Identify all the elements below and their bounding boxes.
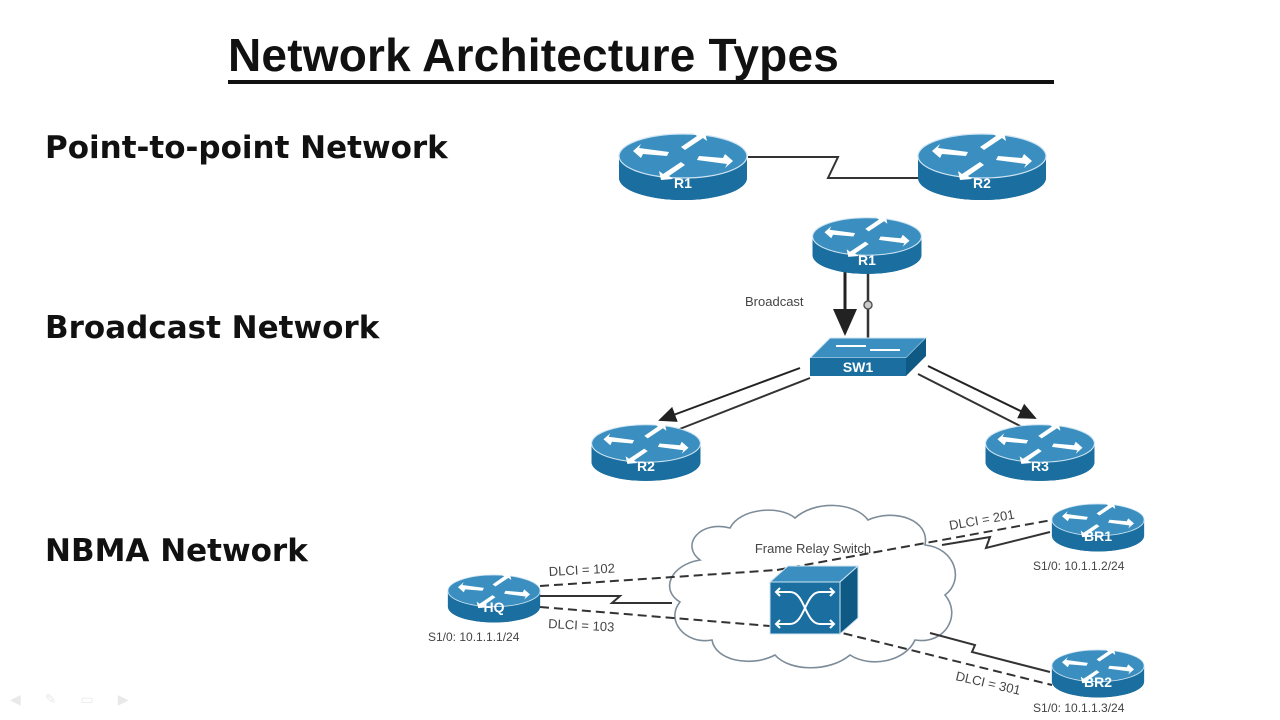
router-icon bbox=[1051, 648, 1145, 698]
serial-link-hq bbox=[540, 595, 672, 604]
router-hq[interactable]: HQ bbox=[447, 573, 541, 623]
forward-icon[interactable]: ▶ bbox=[117, 692, 129, 708]
switch-sw1[interactable]: SW1 bbox=[808, 337, 928, 376]
dlci-label: DLCI = 103 bbox=[548, 616, 615, 634]
serial-link-br2 bbox=[929, 632, 1051, 673]
router-label: BR2 bbox=[1084, 674, 1112, 690]
nbma-diagram: Frame Relay Switch DLCI = 102 DLCI = 103… bbox=[428, 502, 1145, 715]
router-br1[interactable]: BR1 bbox=[1051, 502, 1145, 552]
p2p-diagram: R1 R2 bbox=[618, 131, 1047, 201]
frame-relay-switch[interactable] bbox=[768, 564, 860, 636]
slide-controls: ◀ ✎ ▭ ▶ bbox=[10, 692, 129, 708]
router-label: R2 bbox=[973, 175, 991, 191]
dlci-label: DLCI = 102 bbox=[548, 561, 615, 579]
serial-link-br1 bbox=[941, 531, 1051, 550]
broadcast-diagram: Broadcast R1 SW1 R2 R3 bbox=[591, 215, 1095, 482]
router-label: R2 bbox=[637, 458, 655, 474]
section-label-broadcast: Broadcast Network bbox=[45, 310, 380, 346]
cloud-label: Frame Relay Switch bbox=[755, 541, 871, 556]
dlci-label: DLCI = 301 bbox=[954, 668, 1022, 697]
menu-icon[interactable]: ▭ bbox=[80, 692, 94, 708]
slide-title: Network Architecture Types bbox=[228, 29, 840, 81]
router-r2-p2p[interactable]: R2 bbox=[917, 131, 1047, 201]
router-r1-p2p[interactable]: R1 bbox=[618, 131, 748, 201]
link-marker bbox=[863, 300, 873, 310]
back-icon[interactable]: ◀ bbox=[10, 692, 21, 708]
broadcast-annotation: Broadcast bbox=[745, 294, 804, 309]
switch-label: SW1 bbox=[843, 359, 874, 375]
broadcast-arrow bbox=[927, 365, 1037, 419]
section-label-nbma: NBMA Network bbox=[45, 533, 308, 569]
br1-ip-label: S1/0: 10.1.1.2/24 bbox=[1033, 559, 1125, 573]
router-r2-broadcast[interactable]: R2 bbox=[591, 422, 701, 482]
pvc-hq-br1 bbox=[539, 569, 778, 587]
router-br2[interactable]: BR2 bbox=[1051, 648, 1145, 698]
router-label: R3 bbox=[1031, 458, 1049, 474]
pvc-hq-br2 bbox=[539, 606, 771, 627]
router-label: R1 bbox=[858, 252, 876, 268]
ethernet-link bbox=[917, 373, 1029, 431]
router-icon bbox=[1051, 502, 1145, 552]
router-r3-broadcast[interactable]: R3 bbox=[985, 422, 1095, 482]
hq-ip-label: S1/0: 10.1.1.1/24 bbox=[428, 630, 520, 644]
ethernet-link bbox=[671, 377, 811, 433]
router-r1-broadcast[interactable]: R1 bbox=[812, 215, 922, 275]
pen-icon[interactable]: ✎ bbox=[44, 692, 57, 708]
router-label: HQ bbox=[484, 599, 505, 615]
switch-cross-icon bbox=[774, 587, 836, 629]
router-label: BR1 bbox=[1084, 528, 1112, 544]
broadcast-arrow bbox=[658, 367, 801, 422]
pvc-hq-br2-cont bbox=[829, 629, 1053, 686]
router-label: R1 bbox=[674, 175, 692, 191]
pvc-hq-br1-cont bbox=[776, 519, 1053, 571]
section-label-p2p: Point-to-point Network bbox=[45, 130, 448, 166]
router-icon bbox=[447, 573, 541, 623]
serial-link bbox=[748, 156, 918, 179]
br2-ip-label: S1/0: 10.1.1.3/24 bbox=[1033, 701, 1125, 715]
title-underline bbox=[228, 80, 1054, 84]
